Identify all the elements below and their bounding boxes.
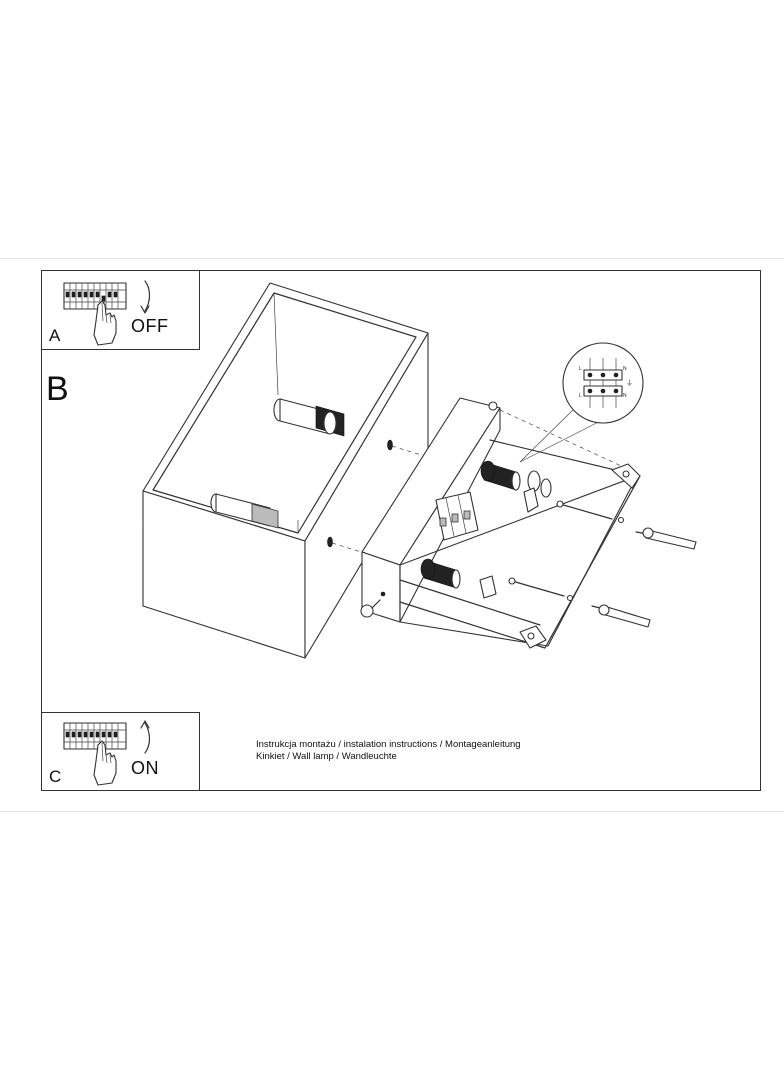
wall-plug-lower — [591, 604, 651, 628]
switch-on-label: ON — [131, 758, 159, 778]
caption-line-2: Kinkiet / Wall lamp / Wandleuchte — [256, 751, 397, 762]
step-c-panel: C ON — [41, 712, 200, 791]
arrow-up-icon — [144, 722, 151, 754]
wall-plug-upper — [635, 527, 697, 550]
arrow-down-icon — [144, 280, 151, 312]
step-b-letter: B — [46, 370, 69, 408]
cable-gland-upper — [480, 460, 521, 491]
hand-icon — [93, 740, 117, 786]
earth-symbol-icon: ⏚ — [626, 380, 633, 387]
breaker-panel-icon — [63, 282, 127, 310]
switch-off-label: OFF — [131, 316, 169, 336]
breaker-on-illustration — [63, 720, 151, 786]
terminal-label-live-2: L — [579, 393, 582, 399]
screw-upper — [556, 500, 613, 520]
step-a-panel: A OFF — [41, 270, 200, 350]
breaker-off-illustration — [63, 280, 151, 346]
step-c-letter: C — [49, 767, 62, 786]
terminal-block — [435, 491, 479, 541]
breaker-panel-icon — [63, 722, 127, 750]
terminal-label-live: L — [579, 366, 582, 372]
small-screw — [360, 591, 386, 618]
lamp-housing — [142, 282, 429, 659]
hand-icon — [93, 300, 117, 346]
cable-gland-lower — [420, 558, 461, 589]
bulb-holder-lower — [210, 493, 279, 529]
caption-line-1: Instrukcja montażu / instalation instruc… — [256, 739, 521, 750]
wiring-detail-callout — [519, 342, 644, 463]
step-a-letter: A — [49, 326, 61, 345]
diagram-frame — [41, 270, 761, 791]
washer-nut-set — [479, 470, 552, 599]
terminal-label-neutral-2: N — [623, 393, 627, 399]
instruction-sheet — [0, 258, 784, 812]
terminal-label-neutral: N — [623, 366, 627, 372]
bulb-holder-upper — [273, 398, 345, 437]
screw-lower — [508, 577, 565, 597]
